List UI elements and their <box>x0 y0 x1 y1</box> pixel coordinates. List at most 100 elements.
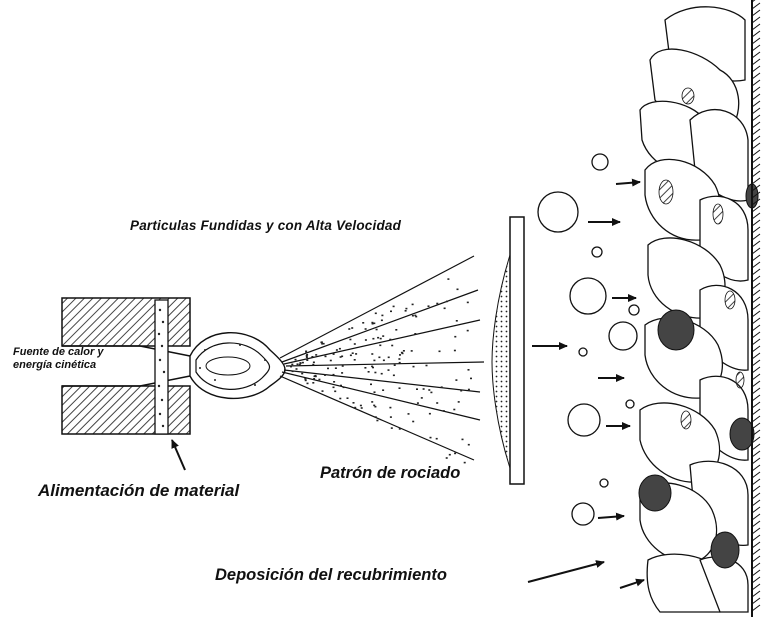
particle-dot <box>381 315 383 317</box>
particle-dot <box>297 363 299 365</box>
particle-dot <box>436 402 438 404</box>
particle-dot <box>439 351 441 353</box>
wall-hatch-line <box>752 59 760 65</box>
wall-hatch-line <box>752 339 760 345</box>
particle-dot <box>391 427 393 429</box>
particle-dot <box>343 387 345 389</box>
wall-hatch-line <box>752 500 760 506</box>
particle-dot <box>454 453 456 455</box>
particle-dot <box>430 437 432 439</box>
wall-hatch-line <box>752 241 760 247</box>
particle-dot <box>405 308 407 310</box>
particle-dot <box>457 289 459 291</box>
particle-dot <box>360 405 362 407</box>
wall-hatch-line <box>752 234 760 240</box>
particle-dot <box>342 365 344 367</box>
particle-dot <box>399 354 401 356</box>
particle-dot <box>361 407 363 409</box>
wall-hatch-line <box>752 94 760 100</box>
particle-dot <box>393 306 395 308</box>
particle-dot <box>398 358 400 360</box>
wall-hatch-line <box>752 17 760 23</box>
particle-dot <box>413 366 415 368</box>
wall-hatch-line <box>752 563 760 569</box>
particle-dot <box>393 375 395 377</box>
particle-dot <box>365 339 367 341</box>
particle-dot <box>464 462 466 464</box>
particle-dot <box>372 323 374 325</box>
particle-dot <box>311 356 313 358</box>
particle-dot <box>414 333 416 335</box>
wall-hatch-line <box>752 227 760 233</box>
particle-dot <box>403 350 405 352</box>
particle-dot <box>468 389 470 391</box>
particle-dot <box>416 388 418 390</box>
wall-hatch-line <box>752 395 760 401</box>
particle-dot <box>421 397 423 399</box>
wall-hatch-line <box>752 136 760 142</box>
particle-dot <box>390 416 392 418</box>
particle-dot <box>436 438 438 440</box>
wall-hatch-line <box>752 325 760 331</box>
particle-dot <box>456 320 458 322</box>
particle-dot <box>295 359 297 361</box>
particle-dot <box>333 387 335 389</box>
particle-dot <box>430 392 432 394</box>
particle-dot <box>354 343 356 345</box>
particle-dot <box>370 384 372 386</box>
particle-dot <box>412 315 414 317</box>
wall-hatch-line <box>752 381 760 387</box>
wall-hatch-line <box>752 472 760 478</box>
particle-dot <box>388 357 390 359</box>
particle-dot <box>376 420 378 422</box>
wall-hatch-line <box>752 0 760 2</box>
wall-hatch-line <box>752 52 760 58</box>
wall-hatch-line <box>752 248 760 254</box>
wall-hatch-line <box>752 535 760 541</box>
heat-source-label: Fuente de calor y energía cinética <box>13 346 103 372</box>
particle-dot <box>375 416 377 418</box>
wall-hatch-line <box>752 360 760 366</box>
particle-dot <box>306 359 308 361</box>
particle-dot <box>405 310 407 312</box>
particle-dot <box>333 374 335 376</box>
wall-hatch-line <box>752 276 760 282</box>
particle-dot <box>349 339 351 341</box>
particle-dot <box>412 304 414 306</box>
particle-dot <box>467 330 469 332</box>
wall-hatch-line <box>752 332 760 338</box>
wall-hatch-line <box>752 66 760 72</box>
particle-dots <box>290 278 472 463</box>
particle-dot <box>292 371 294 373</box>
particle-dot <box>372 338 374 340</box>
particle-dot <box>347 397 349 399</box>
heat-source-line2: energía cinética <box>13 359 103 372</box>
wall-hatch-line <box>752 269 760 275</box>
particle-dot <box>460 390 462 392</box>
particles-label: Particulas Fundidas y con Alta Velocidad <box>130 218 401 233</box>
wall-hatch-line <box>752 507 760 513</box>
wall-hatch-line <box>752 577 760 583</box>
particle-dot <box>388 369 390 371</box>
particle-dot <box>325 356 327 358</box>
wall-hatch-line <box>752 290 760 296</box>
wall-hatch-line <box>752 451 760 457</box>
particle-dot <box>444 308 446 310</box>
wall-hatch-line <box>752 353 760 359</box>
wall-hatch-line <box>752 171 760 177</box>
particle-dot <box>429 413 431 415</box>
particle-dot <box>395 329 397 331</box>
spray-pattern-plate <box>492 217 524 484</box>
particle-dot <box>399 362 401 364</box>
wall-hatch-line <box>752 367 760 373</box>
wall-hatch-line <box>752 45 760 51</box>
wall-hatch-line <box>752 416 760 422</box>
particle-dot <box>446 457 448 459</box>
wall-hatch-line <box>752 87 760 93</box>
wall-hatch-line <box>752 598 760 604</box>
particle-dot <box>352 352 354 354</box>
wall-hatch-line <box>752 80 760 86</box>
wall-hatch-line <box>752 101 760 107</box>
particle-dot <box>334 391 336 393</box>
